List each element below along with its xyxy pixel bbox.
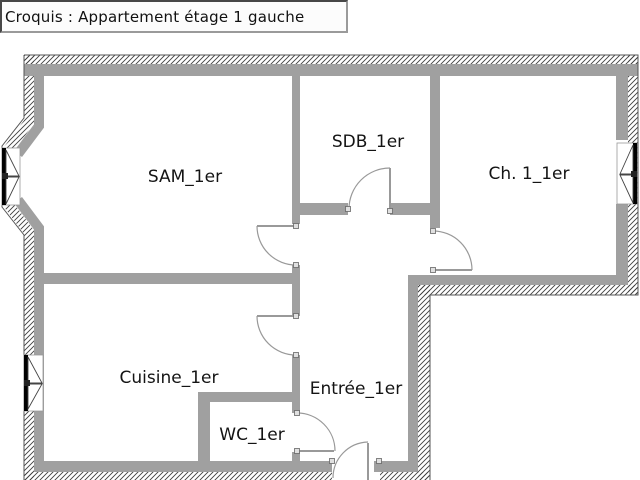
title-box: Croquis : Appartement étage 1 gauche <box>0 0 348 33</box>
wall-sdb-bottom-right <box>390 203 440 215</box>
window-cuisine <box>23 354 44 412</box>
door-layer <box>256 167 473 480</box>
room-labels: SAM_1er SDB_1er Ch. 1_1er Cuisine_1er En… <box>120 132 570 445</box>
room-label-sam: SAM_1er <box>148 167 222 187</box>
wall-left-upper-bay <box>14 64 44 157</box>
title-text: Croquis : Appartement étage 1 gauche <box>5 7 305 26</box>
wall-right-upper <box>616 64 628 140</box>
wall-layer <box>14 64 638 472</box>
window-cuisine-triangles <box>27 356 43 411</box>
wall-right-lower <box>616 204 628 275</box>
hatch-left-wall-upper-bay <box>4 55 34 153</box>
outline-top-right <box>24 54 639 480</box>
window-ch1 <box>616 142 638 205</box>
wall-top <box>24 64 638 76</box>
hatch-left-wall-lower <box>4 201 34 480</box>
wall-wc-left <box>198 392 210 462</box>
window-cuisine-center-square <box>24 380 30 386</box>
outline-layer <box>1 54 639 480</box>
wall-bottom-left <box>34 461 332 472</box>
hatch-notch-horizontal <box>418 285 638 295</box>
wall-sam-sdb <box>292 64 300 224</box>
wall-hall-segment-1 <box>292 265 300 316</box>
door-entrance <box>329 441 382 480</box>
wall-hall-segment-3 <box>292 452 300 462</box>
hatch-bottom-wall-left <box>24 472 332 480</box>
wall-sdb-bottom-left <box>292 203 348 215</box>
door-wc <box>294 410 336 454</box>
wall-sam-cuisine <box>43 273 300 284</box>
hatch-top-wall <box>24 55 638 64</box>
room-label-ch1: Ch. 1_1er <box>488 164 569 184</box>
exterior-hatch-layer <box>4 55 638 480</box>
door-sdb <box>345 167 393 214</box>
window-sam <box>1 147 21 206</box>
door-ch1 <box>430 228 473 273</box>
wall-hall-segment-2 <box>292 355 300 413</box>
hatch-notch-vertical <box>418 285 430 480</box>
door-sam <box>256 223 299 268</box>
outline-left <box>1 55 25 480</box>
room-label-wc: WC_1er <box>219 425 284 445</box>
window-sam-triangles <box>5 149 20 205</box>
window-ch1-center-square <box>631 171 637 177</box>
wall-bottom-right <box>374 461 418 472</box>
wall-ch1-bottom <box>408 275 628 285</box>
wall-notch-vertical <box>408 275 418 472</box>
wall-wc-top <box>198 392 300 402</box>
door-cuisine <box>256 313 299 358</box>
room-label-entree: Entrée_1er <box>310 379 402 399</box>
window-sam-center-square <box>2 173 8 179</box>
window-ch1-triangles <box>619 144 634 204</box>
room-label-cuisine: Cuisine_1er <box>120 368 219 388</box>
hatch-bottom-wall-right <box>380 472 430 480</box>
room-label-sdb: SDB_1er <box>332 132 404 152</box>
wall-sdb-ch1 <box>430 64 440 228</box>
